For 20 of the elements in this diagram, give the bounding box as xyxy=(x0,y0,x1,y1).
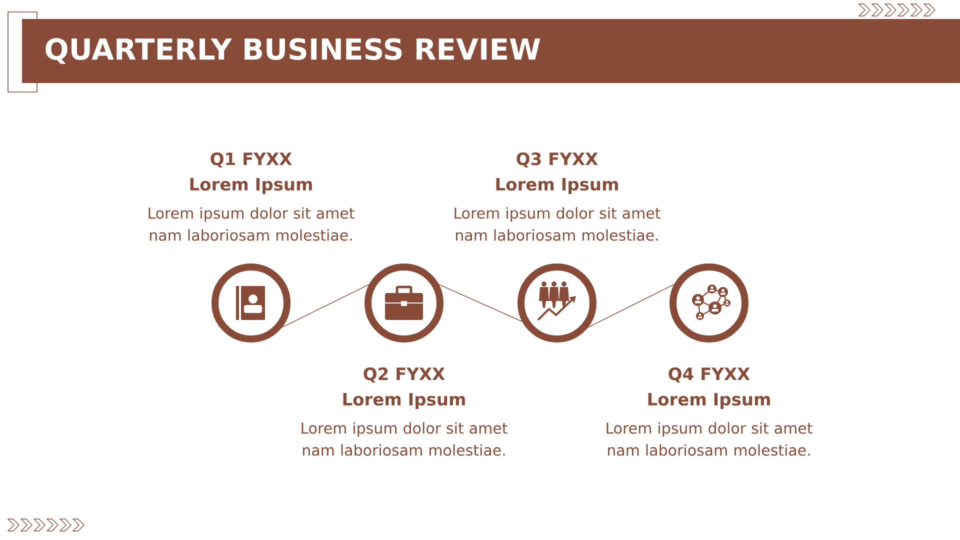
icon-circle xyxy=(212,263,290,342)
subheading: Lorem Ipsum xyxy=(648,393,770,409)
description: Lorem ipsum dolor sit amet nam laboriosam molestiae. xyxy=(454,207,660,241)
description: Lorem ipsum dolor sit amet nam laboriosam molestiae. xyxy=(148,207,354,241)
quarter-heading: Q3 FYXX xyxy=(516,152,598,168)
quarter-heading: Q2 FYXX xyxy=(364,367,445,383)
quarter-heading: Q4 FYXX xyxy=(668,367,750,383)
connector-line xyxy=(438,284,523,322)
description: Lorem ipsum dolor sit amet nam laboriosam molestiae. xyxy=(302,422,508,456)
connector-line xyxy=(588,284,675,328)
icon-circle xyxy=(670,263,748,342)
connector-line xyxy=(282,284,370,328)
description: Lorem ipsum dolor sit amet nam laboriosam molestiae. xyxy=(606,422,812,456)
subheading: Lorem Ipsum xyxy=(343,393,465,409)
icon-circle xyxy=(518,263,596,342)
icon-circle xyxy=(364,263,444,342)
title-band: QUARTERLY BUSINESS REVIEW xyxy=(8,12,960,92)
quarter-heading: Q1 FYXX xyxy=(210,152,292,168)
subheading: Lorem Ipsum xyxy=(190,178,312,194)
subheading: Lorem Ipsum xyxy=(496,178,618,194)
